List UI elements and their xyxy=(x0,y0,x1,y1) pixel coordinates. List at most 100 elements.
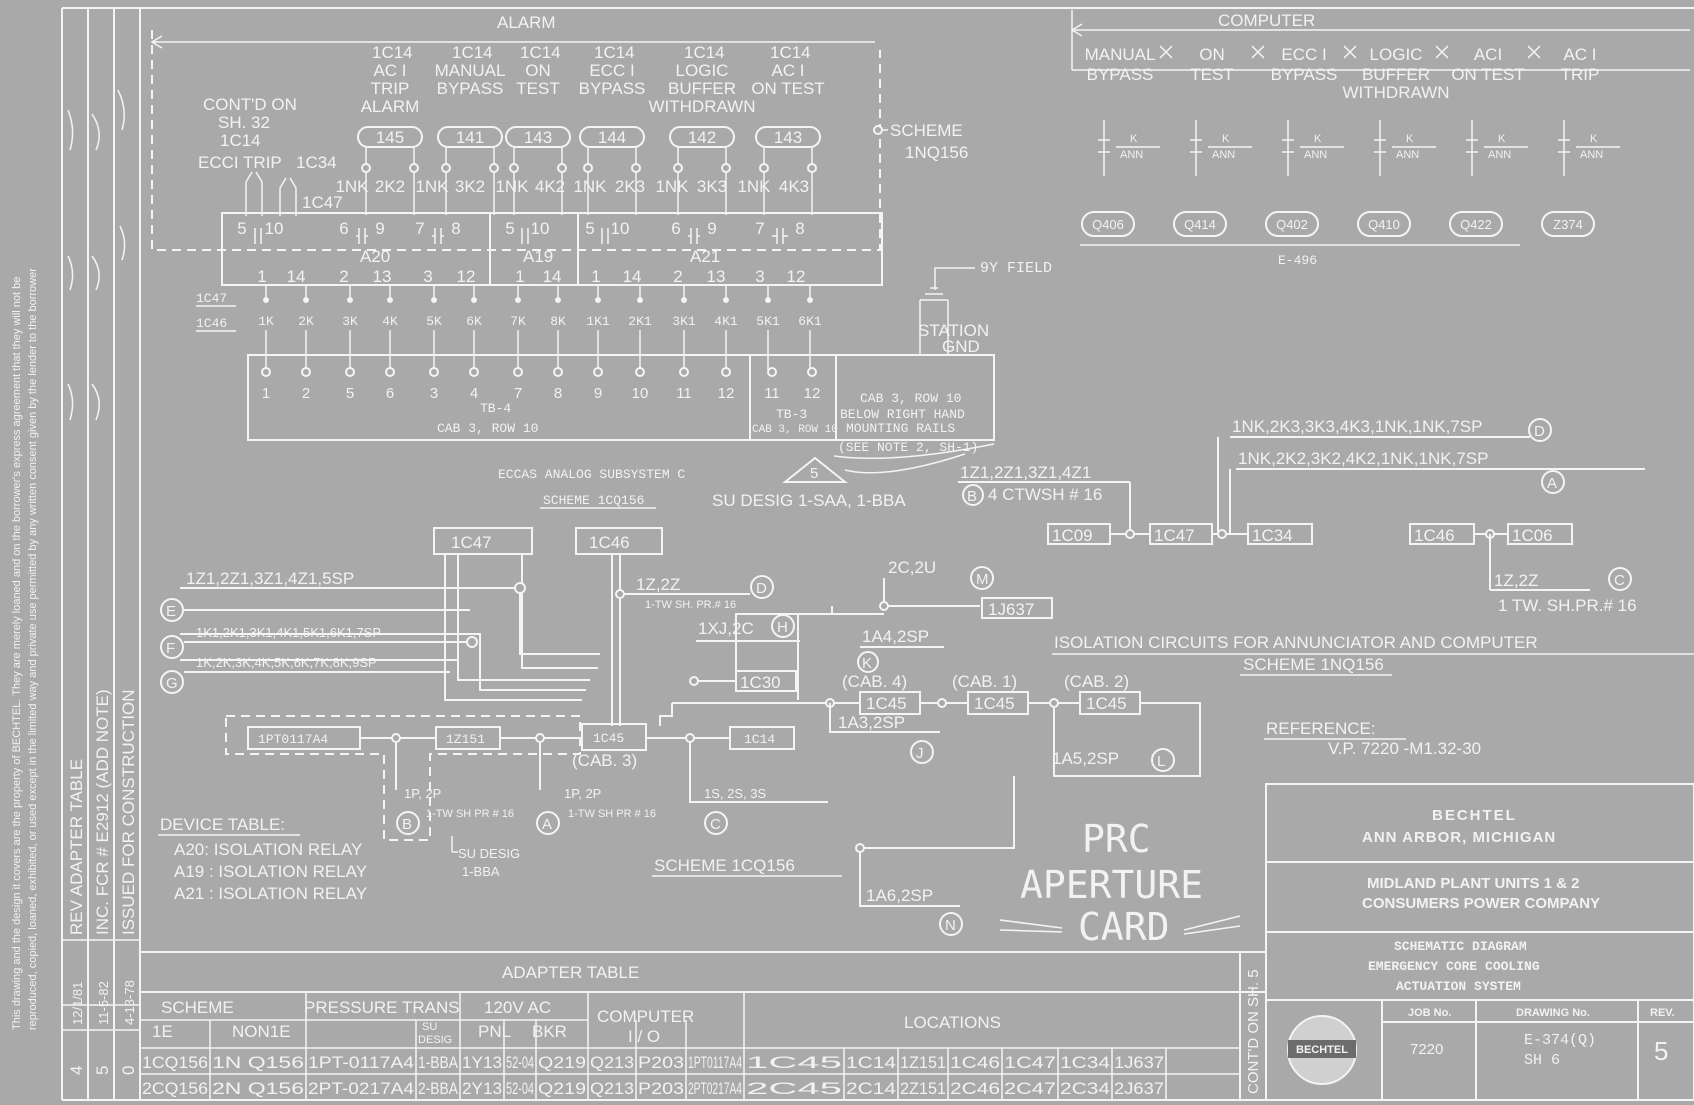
computer-contact-2 xyxy=(1282,120,1294,176)
relay-wire-label-5: 6K xyxy=(466,314,482,329)
relay-top-term-0: 1NK xyxy=(335,177,369,196)
computer-k-4: K xyxy=(1498,133,1506,145)
tb4-term-11 xyxy=(721,367,731,377)
relay-bottom-term-2: 2 xyxy=(339,267,348,286)
device-row-a20: A20: ISOLATION RELAY xyxy=(174,840,362,859)
alarm-tag-2-text: 143 xyxy=(524,128,552,147)
adapter-h-bkr: BKR xyxy=(532,1022,567,1041)
relay-top-term-2: 1NK xyxy=(415,177,449,196)
rev-0-date: 4-13-78 xyxy=(122,980,137,1025)
alarm-col-0-line4: ALARM xyxy=(361,97,420,116)
computer-contact-4 xyxy=(1466,120,1478,176)
lower-b-cable: 1-TW SH PR # 16 xyxy=(426,808,514,820)
adapter-h-120v: 120V AC xyxy=(484,998,551,1017)
rev-5-no: 5 xyxy=(93,1066,112,1075)
alarm-col-2-line1: 1C14 xyxy=(520,43,561,62)
cable-a-label: 1NK,2K2,3K2,4K2,1NK,1NK,7SP xyxy=(1238,449,1488,468)
lower-cab3: (CAB. 3) xyxy=(572,751,637,770)
computer-contact-5 xyxy=(1558,120,1570,176)
adapter-cell-1-4: 2Y13 xyxy=(462,1079,502,1098)
alarm-col-5-line2: AC I xyxy=(771,61,804,80)
relay-top-term-8: 1NK xyxy=(655,177,689,196)
tb3-term-1 xyxy=(807,367,817,377)
relay-contact-2: 6 xyxy=(339,219,348,238)
relay-wire-dot-11 xyxy=(723,297,729,303)
cable-1c06: 1C06 xyxy=(1512,526,1553,545)
alarm-col-1-line1: 1C14 xyxy=(452,43,493,62)
computer-tag-3 xyxy=(1357,211,1411,237)
tb3-term-0 xyxy=(767,367,777,377)
reference-value: V.P. 7220 -M1.32-30 xyxy=(1328,739,1481,758)
lower-j-letter: J xyxy=(916,745,924,762)
field-label: 9Y FIELD xyxy=(980,260,1052,277)
title-desc-2: EMERGENCY CORE COOLING xyxy=(1368,959,1540,974)
adapter-title: ADAPTER TABLE xyxy=(502,963,639,982)
computer-col-3-line1: LOGIC xyxy=(1370,45,1423,64)
tb4-term-6 xyxy=(513,367,523,377)
relay-top-term-10: 1NK xyxy=(737,177,771,196)
computer-k-2: K xyxy=(1314,133,1322,145)
alarm-col-3-wire xyxy=(587,172,637,215)
lower-d-letter: D xyxy=(756,580,767,597)
lower-f-label: 1K1,2K1,3K1,4K1,5K1,6K1,7SP xyxy=(196,625,381,640)
adapter-cell-1-0: 2CQ156 xyxy=(142,1079,208,1098)
tb4-num-4: 3 xyxy=(430,385,438,402)
lower-cab1: (CAB. 1) xyxy=(952,672,1017,691)
alarm-contd-4: ECCI TRIP xyxy=(198,153,282,172)
tb4-term-8 xyxy=(593,367,603,377)
computer-tag-5 xyxy=(1541,211,1595,237)
adapter-cell-0-16: 1J637 xyxy=(1114,1053,1164,1072)
cab-note-3: MOUNTING RAILS xyxy=(846,421,955,436)
computer-tag-2 xyxy=(1265,211,1319,237)
alarm-section: ALARM CONT'D ON SH. 32 1C14 ECCI TRIP 1C… xyxy=(150,13,968,251)
computer-tag-3-text: Q410 xyxy=(1368,217,1400,232)
lower-h-label: 1XJ,2C xyxy=(698,619,754,638)
relay-contact-4: 7 xyxy=(415,219,424,238)
tb4-term-1 xyxy=(301,367,311,377)
computer-contact-3 xyxy=(1374,120,1386,176)
adapter-cell-1-12: 2Z151 xyxy=(900,1079,946,1098)
adapter-cell-0-8: P203 xyxy=(638,1053,684,1072)
lower-su-desig-2: 1-BBA xyxy=(462,864,500,879)
device-table-title: DEVICE TABLE: xyxy=(160,815,285,834)
tb4-num-6: 7 xyxy=(514,385,522,402)
relay-wire-dot-1 xyxy=(303,297,309,303)
tb4-num-3: 6 xyxy=(386,385,394,402)
lower-l-letter: L xyxy=(1157,753,1165,770)
lower-c-letter: C xyxy=(710,816,721,833)
title-job-label: JOB No. xyxy=(1408,1007,1451,1019)
relay-wire-label-2: 3K xyxy=(342,314,358,329)
adapter-cell-0-11: 1C14 xyxy=(846,1053,896,1072)
rev-5-date: 11-5-82 xyxy=(96,981,111,1025)
station-gnd-1: STATION xyxy=(918,321,989,340)
adapter-h-locations: LOCATIONS xyxy=(904,1013,1001,1032)
relay-contact-9: 10 xyxy=(611,219,630,238)
relay-bottom-term-3: 13 xyxy=(373,267,392,286)
computer-sep-4 xyxy=(1435,45,1449,59)
adapter-h-computer: COMPUTER xyxy=(597,1007,694,1026)
relay-top-term-7: 2K3 xyxy=(615,177,645,196)
lower-k-letter: K xyxy=(862,655,872,672)
lower-c-label: 1S, 2S, 3S xyxy=(704,786,766,801)
box-1c30: 1C30 xyxy=(740,673,781,692)
alarm-term-4a xyxy=(673,163,683,173)
relay-1c34: 1C34 xyxy=(296,153,337,172)
bechtel-logo: BECHTEL xyxy=(1287,1015,1357,1085)
margin-notice-line2: reproduced, copied, loaned, exhibited, o… xyxy=(27,268,39,1030)
computer-ann-2: ANN xyxy=(1304,149,1327,161)
aperture-card-stamp: PRC APERTURE CARD xyxy=(999,817,1241,949)
alarm-col-5-wire xyxy=(763,172,813,215)
title-dwg-label: DRAWING No. xyxy=(1516,1007,1590,1019)
tb4-term-4 xyxy=(429,367,439,377)
relay-contact-symbol-2 xyxy=(432,228,444,244)
box-1c47: 1C47 xyxy=(451,533,492,552)
device-table: DEVICE TABLE: A20: ISOLATION RELAY A19 :… xyxy=(158,815,367,903)
lower-g-letter: G xyxy=(166,675,178,692)
alarm-col-2-wire xyxy=(513,172,563,215)
computer-col-5-line2: TRIP xyxy=(1561,65,1600,84)
adapter-cell-0-7: Q213 xyxy=(590,1053,634,1072)
lower-h-letter: H xyxy=(777,619,788,636)
relay-bottom-term-1: 14 xyxy=(287,267,306,286)
relay-wire-dot-5 xyxy=(471,297,477,303)
alarm-term-5b xyxy=(807,163,817,173)
